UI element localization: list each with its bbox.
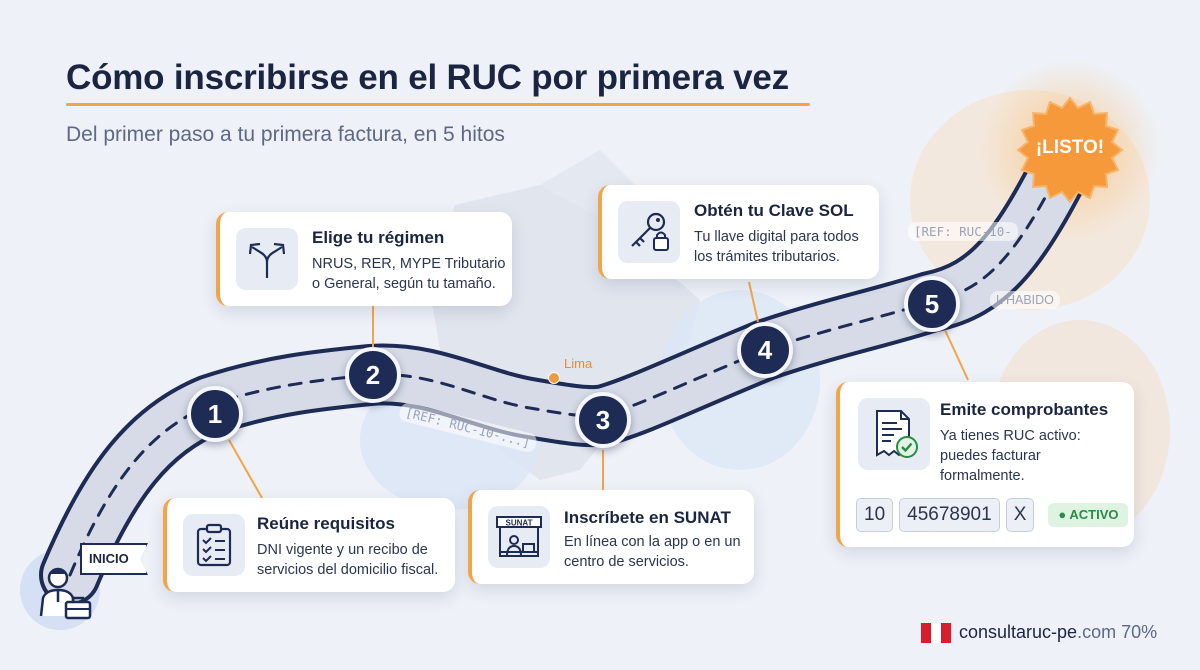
step-title: Elige tu régimen (312, 228, 445, 247)
page-subtitle: Del primer paso a tu primera factura, en… (66, 123, 505, 146)
finish-badge-icon (1016, 96, 1124, 204)
brand-name: consultaruc-pe (959, 622, 1078, 642)
key-lock-icon (618, 201, 680, 263)
clipboard-checklist-icon (183, 514, 245, 576)
step-description: Ya tienes RUC activo: puedes facturar fo… (940, 428, 1081, 484)
ruc-number-display: 10 45678901 X ● ACTIVO (856, 498, 1129, 532)
step-card-3: SUNAT Inscríbete en SUNAT En línea con l… (468, 490, 754, 584)
step-title: Inscríbete en SUNAT (564, 508, 731, 527)
sunat-sign-text: SUNAT (506, 519, 533, 528)
brand-percent: 70% (1121, 622, 1158, 642)
step-title: Obtén tu Clave SOL (694, 201, 854, 220)
city-label: Lima (564, 356, 593, 371)
step-marker-2: 2 (345, 347, 401, 403)
peru-flag-icon (921, 622, 951, 643)
step-description: Tu llave digital para todos los trámites… (694, 229, 859, 265)
step-marker-3: 3 (575, 392, 631, 448)
step-description: NRUS, RER, MYPE Tributario o General, se… (312, 256, 506, 292)
step-card-1: Reúne requisitos DNI vigente y un recibo… (163, 498, 455, 592)
brand-footer: consultaruc-pe.com 70% (921, 622, 1157, 643)
reference-tag: L HABIDO (990, 291, 1060, 309)
step-marker-4: 4 (737, 322, 793, 378)
finish-label: ¡LISTO! (1035, 137, 1105, 158)
ruc-number: 45678901 (899, 498, 1000, 532)
status-dot-icon: ● (1058, 507, 1070, 522)
sunat-office-icon: SUNAT (488, 506, 550, 568)
person-briefcase-icon (39, 567, 92, 620)
ruc-check-digit: X (1005, 498, 1035, 532)
step-title: Reúne requisitos (257, 514, 395, 533)
brand-tld: .com (1077, 622, 1117, 642)
step-description: En línea con la app o en un centro de se… (564, 534, 741, 570)
reference-tag: [REF: RUC-10- (908, 222, 1018, 241)
step-marker-5: 5 (904, 276, 960, 332)
title-underline (66, 103, 810, 106)
invoice-check-icon (858, 398, 930, 470)
status-label: ACTIVO (1069, 507, 1119, 522)
connector-lines (228, 281, 969, 499)
step-marker-1: 1 (187, 386, 243, 442)
step-card-4: Obtén tu Clave SOL Tu llave digital para… (598, 185, 879, 279)
step-description: DNI vigente y un recibo de servicios del… (257, 542, 439, 578)
split-arrows-icon (236, 228, 298, 290)
step-title: Emite comprobantes (940, 400, 1109, 419)
ruc-prefix: 10 (856, 498, 894, 532)
status-badge: ● ACTIVO (1048, 503, 1129, 527)
page-title: Cómo inscribirse en el RUC por primera v… (66, 58, 789, 97)
step-card-2: Elige tu régimen NRUS, RER, MYPE Tributa… (216, 212, 512, 306)
city-dot (548, 372, 560, 384)
